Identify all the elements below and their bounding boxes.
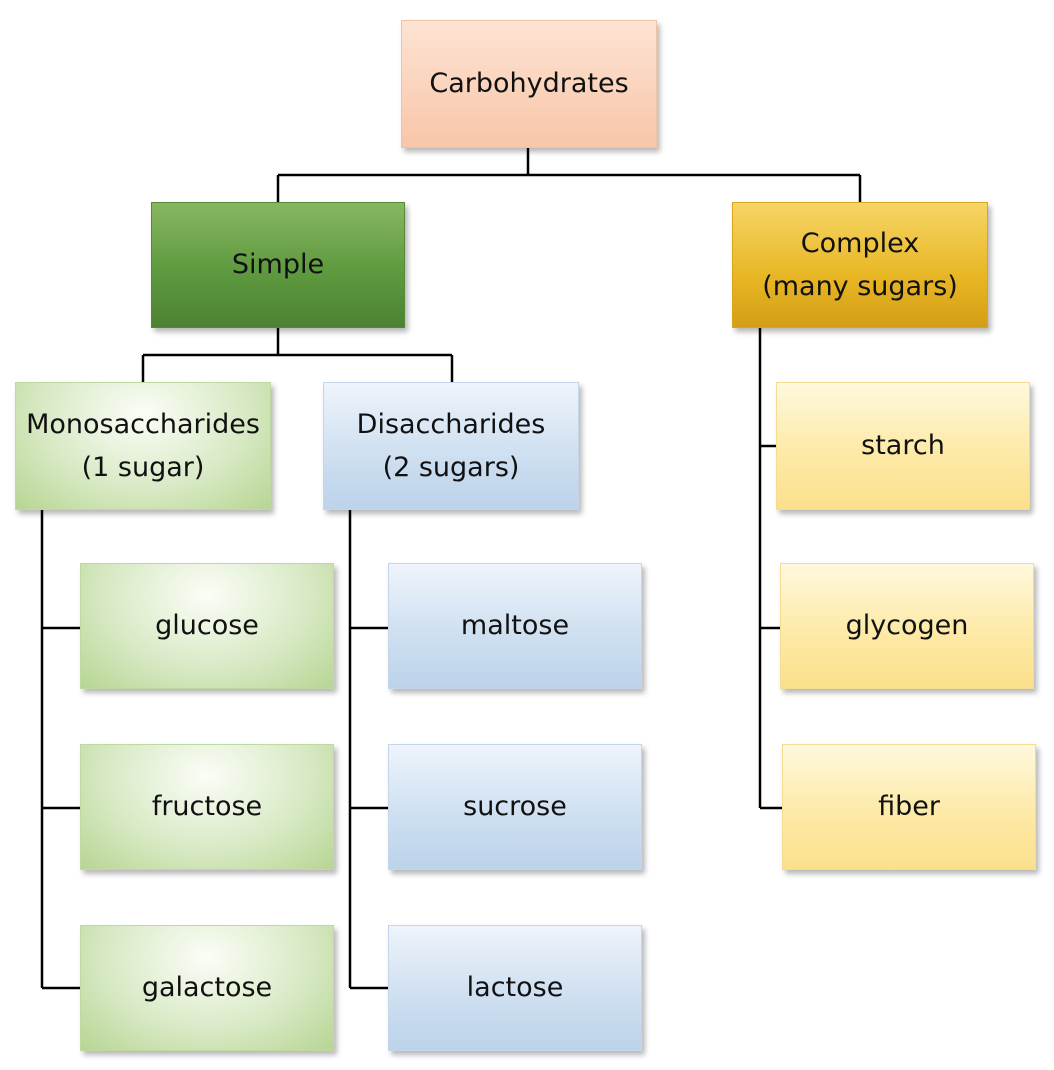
- node-complex-line1: Complex: [800, 227, 920, 259]
- node-glycogen: glycogen: [780, 563, 1034, 689]
- node-carbohydrates: Carbohydrates: [401, 20, 657, 148]
- node-fiber-label: fiber: [878, 791, 940, 823]
- node-glucose-label: glucose: [155, 610, 259, 642]
- node-fructose-label: fructose: [151, 791, 263, 823]
- node-complex-line2: (many sugars): [762, 271, 958, 302]
- node-monosaccharides: Monosaccharides (1 sugar): [15, 382, 271, 510]
- node-fiber: fiber: [782, 744, 1036, 870]
- node-lactose: lactose: [388, 925, 642, 1051]
- node-simple-label: Simple: [231, 249, 325, 281]
- node-sucrose: sucrose: [388, 744, 642, 870]
- node-simple: Simple: [151, 202, 405, 328]
- node-disaccharides-line1: Disaccharides: [356, 408, 546, 440]
- node-monosaccharides-line2: (1 sugar): [81, 452, 205, 483]
- node-sucrose-label: sucrose: [463, 791, 567, 823]
- node-disaccharides: Disaccharides (2 sugars): [323, 382, 579, 510]
- node-disaccharides-line2: (2 sugars): [382, 452, 520, 483]
- node-glycogen-label: glycogen: [845, 610, 969, 642]
- node-maltose-label: maltose: [460, 610, 570, 642]
- node-complex: Complex (many sugars): [732, 202, 988, 328]
- node-galactose: galactose: [80, 925, 334, 1051]
- node-carbohydrates-label: Carbohydrates: [429, 68, 629, 100]
- node-starch-label: starch: [861, 430, 945, 462]
- node-monosaccharides-line1: Monosaccharides: [26, 408, 260, 440]
- node-galactose-label: galactose: [141, 972, 273, 1004]
- node-fructose: fructose: [80, 744, 334, 870]
- node-starch: starch: [776, 382, 1030, 510]
- node-lactose-label: lactose: [466, 972, 564, 1004]
- node-maltose: maltose: [388, 563, 642, 689]
- node-glucose: glucose: [80, 563, 334, 689]
